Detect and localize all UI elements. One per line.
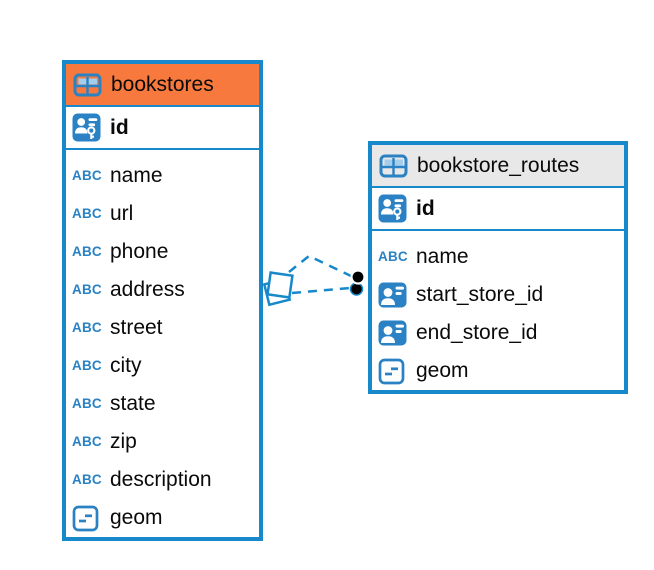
table-icon: [379, 154, 411, 178]
column-row-name[interactable]: ABC name: [66, 157, 259, 195]
primary-key-name: id: [416, 196, 435, 220]
column-row-state[interactable]: ABC state: [66, 385, 259, 423]
column-name: end_store_id: [416, 321, 538, 344]
text-abc-icon: ABC: [72, 320, 102, 336]
column-name: name: [416, 245, 469, 268]
text-abc-icon: ABC: [72, 434, 102, 450]
user-key-icon: [378, 194, 410, 223]
column-name: state: [110, 392, 156, 415]
text-abc-icon: ABC: [72, 244, 102, 260]
primary-key-row[interactable]: id: [372, 188, 624, 231]
primary-key-row[interactable]: id: [66, 107, 259, 150]
text-abc-icon: ABC: [72, 396, 102, 412]
user-ref-icon: [378, 282, 410, 308]
column-name: start_store_id: [416, 283, 544, 306]
column-name: phone: [110, 240, 169, 263]
column-row-address[interactable]: ABC address: [66, 271, 259, 309]
table-title: bookstores: [111, 72, 214, 96]
column-row-name[interactable]: ABC name: [372, 238, 624, 276]
column-row-geom[interactable]: geom: [372, 352, 624, 390]
column-row-street[interactable]: ABC street: [66, 309, 259, 347]
column-name: url: [110, 202, 134, 225]
text-abc-icon: ABC: [72, 206, 102, 222]
column-name: street: [110, 316, 163, 339]
column-row-description[interactable]: ABC description: [66, 461, 259, 499]
text-abc-icon: ABC: [72, 472, 102, 488]
column-name: geom: [110, 506, 163, 529]
column-row-phone[interactable]: ABC phone: [66, 233, 259, 271]
text-abc-icon: ABC: [72, 358, 102, 374]
column-name: name: [110, 164, 163, 187]
column-name: city: [110, 354, 142, 377]
column-name: geom: [416, 359, 469, 382]
text-abc-icon: ABC: [378, 249, 408, 265]
column-name: address: [110, 278, 185, 301]
table-header[interactable]: bookstores: [66, 64, 259, 107]
text-abc-icon: ABC: [72, 168, 102, 184]
geometry-icon: [378, 358, 410, 385]
column-row-end_store_id[interactable]: end_store_id: [372, 314, 624, 352]
column-name: zip: [110, 430, 137, 453]
table-title: bookstore_routes: [417, 153, 580, 177]
user-ref-icon: [378, 320, 410, 346]
column-row-city[interactable]: ABC city: [66, 347, 259, 385]
table-icon: [73, 73, 105, 97]
text-abc-icon: ABC: [72, 282, 102, 298]
column-name: description: [110, 468, 212, 491]
column-row-geom[interactable]: geom: [66, 499, 259, 537]
column-row-zip[interactable]: ABC zip: [66, 423, 259, 461]
user-key-icon: [72, 113, 104, 142]
primary-key-name: id: [110, 115, 129, 139]
table-header[interactable]: bookstore_routes: [372, 145, 624, 188]
geometry-icon: [72, 505, 104, 532]
column-row-start_store_id[interactable]: start_store_id: [372, 276, 624, 314]
column-row-url[interactable]: ABC url: [66, 195, 259, 233]
